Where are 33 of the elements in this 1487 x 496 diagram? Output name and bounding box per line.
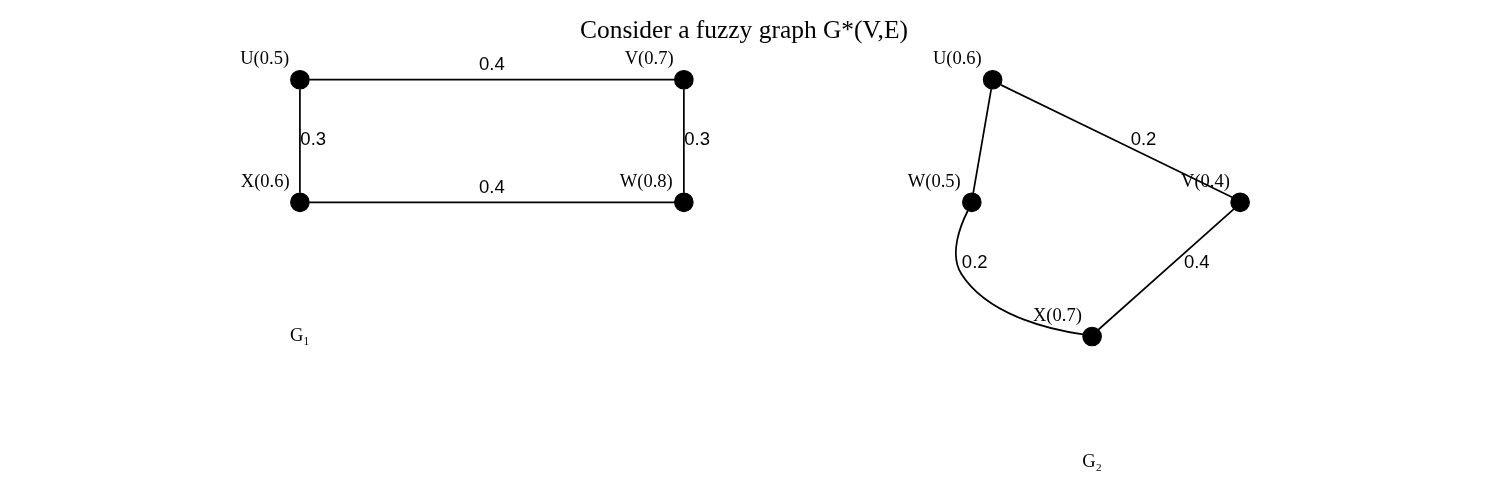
connector <box>308 78 675 81</box>
label: G₂ <box>1081 450 1102 471</box>
edge-label: 0.3 <box>299 128 326 150</box>
connector <box>971 88 992 195</box>
node-circle <box>673 192 694 213</box>
node-circle <box>1229 192 1250 213</box>
node-label: U(0.5) <box>239 48 289 69</box>
connector <box>308 201 675 204</box>
node-label: W(0.8) <box>619 171 673 192</box>
edge-label: 0.4 <box>478 53 505 75</box>
node-circle <box>289 69 310 90</box>
connector <box>999 84 1233 199</box>
diagram-title: Consider a fuzzy graph G*(V,E) <box>579 14 908 44</box>
node-label: X(0.7) <box>1032 305 1082 326</box>
node-circle <box>673 69 694 90</box>
node-label: V(0.7) <box>624 48 674 69</box>
connector <box>954 209 1084 336</box>
node-label: W(0.5) <box>907 171 961 192</box>
connector <box>298 88 301 194</box>
edge-label: 0.3 <box>683 128 710 150</box>
node-circle <box>1081 326 1102 347</box>
node-circle <box>982 69 1002 90</box>
edge-label: 0.2 <box>1130 128 1156 150</box>
connector <box>1097 208 1235 331</box>
edge-label: 0.4 <box>478 175 505 197</box>
node-label: X(0.6) <box>240 171 290 192</box>
node-circle <box>961 192 982 213</box>
edge-label: 0.2 <box>961 251 988 273</box>
edge-label: 0.4 <box>1183 251 1210 273</box>
label: G₁ <box>289 324 310 345</box>
connector <box>682 88 685 194</box>
node-circle <box>289 192 310 213</box>
node-label: U(0.6) <box>932 48 982 69</box>
